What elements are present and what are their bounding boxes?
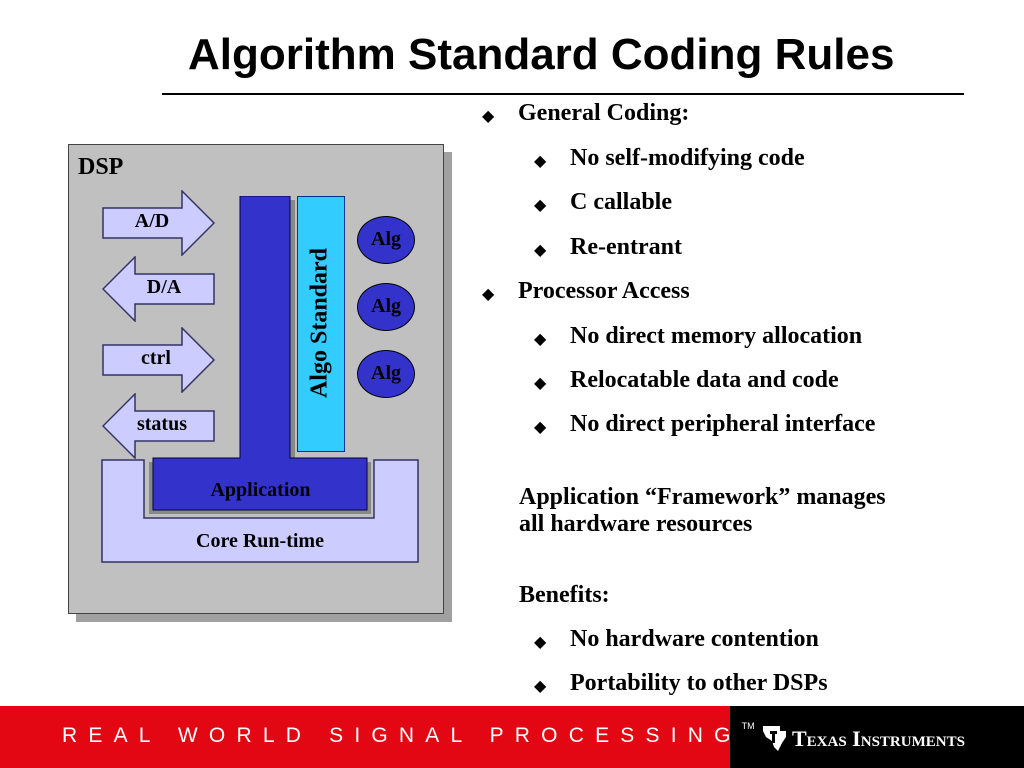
core-runtime-label: Core Run-time [196,530,324,552]
bullet-diamond-icon: ◆ [534,153,547,170]
bullet-diamond-icon: ◆ [534,678,547,695]
framework-line-2: all hardware resources [519,511,753,537]
framework-line-1: Application “Framework” manages [519,484,886,510]
ctrl-label: ctrl [141,347,171,369]
alg-circle: Alg [357,350,415,398]
algo-standard-bar [297,196,345,452]
ad-label: A/D [134,210,170,232]
framework-paragraph: Application “Framework” manages all hard… [519,484,969,538]
slide-title: Algorithm Standard Coding Rules [188,30,895,79]
bullet-diamond-icon: ◆ [482,108,495,125]
bullet-processor-access: Processor Access [518,278,690,304]
alg-label: Alg [371,362,401,384]
bullet-portability: Portability to other DSPs [570,670,828,696]
footer-tagline-text: Real World Signal Processing [62,724,742,747]
company-name: Texas Instruments [792,726,965,751]
dsp-label: DSP [78,154,124,180]
bullet-general-coding: General Coding: [518,100,690,126]
footer-tagline: Real World Signal ProcessingTM [62,721,755,748]
bullet-diamond-icon: ◆ [534,634,547,651]
benefits-heading: Benefits: [519,582,610,608]
application-label: Application [210,479,311,501]
algo-standard-label: Algo Standard [306,247,333,399]
status-label: status [136,413,187,435]
bullet-diamond-icon: ◆ [534,375,547,392]
bullet-re-entrant: Re-entrant [570,234,682,260]
bullet-relocatable: Relocatable data and code [570,367,839,393]
application-shape [149,196,371,514]
alg-label: Alg [371,228,401,250]
alg-circle: Alg [357,216,415,264]
bullet-diamond-icon: ◆ [482,286,495,303]
bullet-diamond-icon: ◆ [534,242,547,259]
alg-label: Alg [371,295,401,317]
alg-circle: Alg [357,283,415,331]
bullet-c-callable: C callable [570,189,672,215]
footer-red-band [0,706,730,768]
trademark-mark: TM [741,721,755,731]
bullet-diamond-icon: ◆ [534,419,547,436]
bullet-no-hw-contention: No hardware contention [570,626,819,652]
bullet-no-self-modifying: No self-modifying code [570,145,805,171]
bullet-no-direct-peripheral: No direct peripheral interface [570,411,876,437]
bullet-no-direct-memory: No direct memory allocation [570,323,863,349]
bullet-diamond-icon: ◆ [534,197,547,214]
title-rule [162,93,964,95]
bullet-diamond-icon: ◆ [534,331,547,348]
core-runtime-shape [101,459,419,563]
da-label: D/A [146,276,182,298]
ti-logo-icon [763,726,786,751]
